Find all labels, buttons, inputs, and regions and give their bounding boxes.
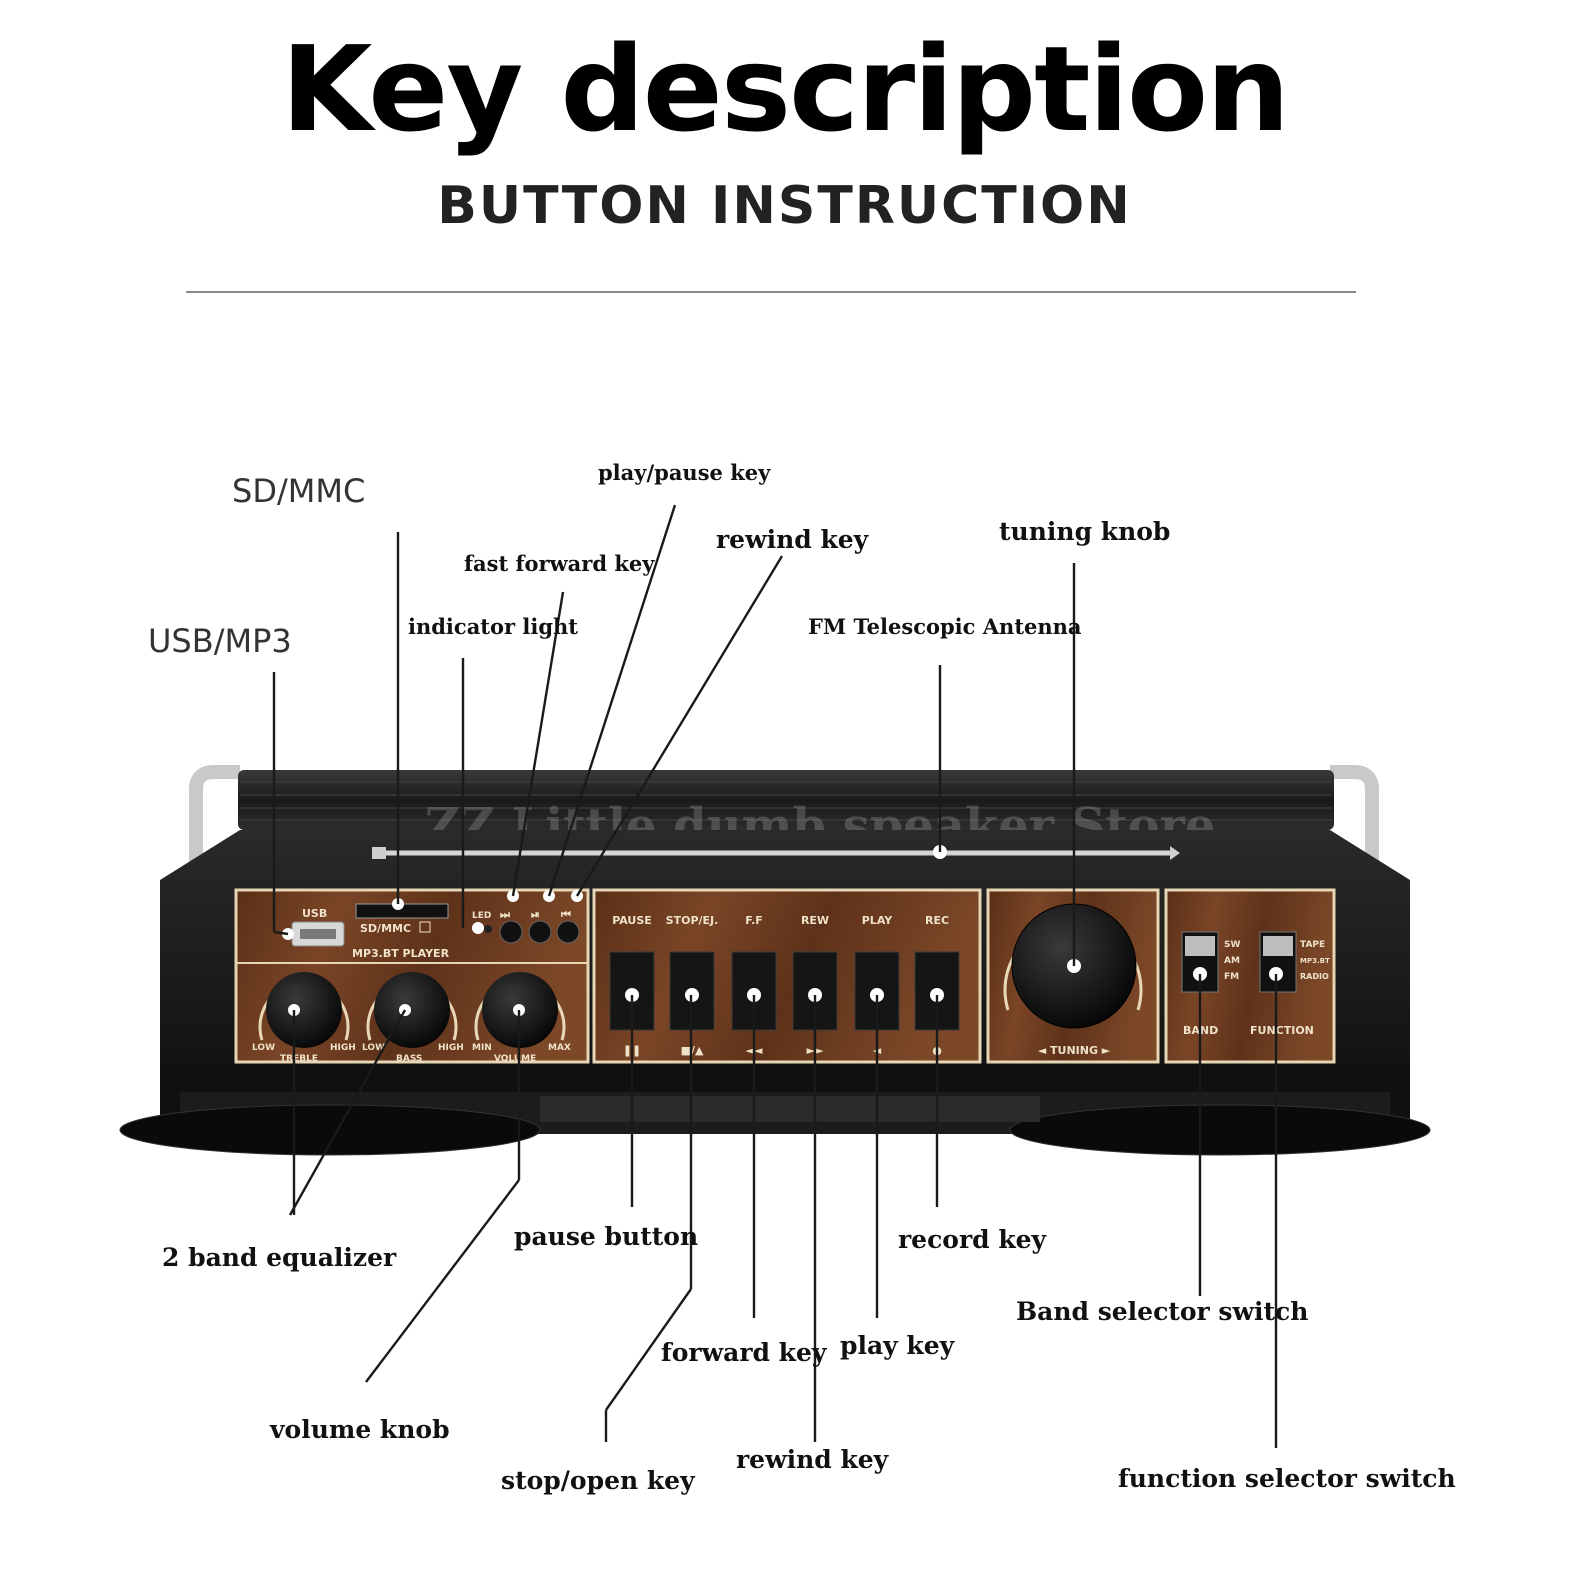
label-band-selector-switch: Band selector switch: [1016, 1297, 1309, 1326]
label-fast-forward-key: fast forward key: [464, 551, 655, 576]
svg-text:LOW: LOW: [252, 1043, 275, 1053]
label-function-selector-switch: function selector switch: [1118, 1464, 1456, 1493]
bass-label: BASS: [396, 1054, 422, 1064]
svg-text:HIGH: HIGH: [330, 1043, 356, 1053]
page-subtitle: BUTTON INSTRUCTION: [437, 176, 1132, 236]
svg-text:MIN: MIN: [472, 1043, 492, 1053]
tape-key-label-record: REC: [925, 914, 949, 927]
tape-key-label-stop-eject: STOP/EJ.: [666, 914, 719, 927]
fm-antenna: [372, 845, 1180, 860]
panel-mp3-label: MP3.BT PLAYER: [352, 947, 450, 960]
label-play-pause-key: play/pause key: [598, 460, 771, 485]
svg-text:MP3.BT: MP3.BT: [1300, 957, 1330, 965]
tape-key-label-fast-forward: F.F: [745, 914, 763, 927]
page-title: Key description: [280, 20, 1290, 158]
label-volume-knob: volume knob: [270, 1415, 450, 1444]
mp3-buttons[interactable]: [499, 890, 583, 944]
function-label: FUNCTION: [1250, 1024, 1314, 1037]
label-usb-mp3: USB/MP3: [148, 622, 292, 660]
divider: [186, 291, 1356, 293]
label-play-key: play key: [840, 1331, 955, 1360]
tape-key-label-pause: PAUSE: [612, 914, 652, 927]
svg-text:SW: SW: [1224, 940, 1240, 950]
leader-lines: [272, 504, 1278, 1448]
svg-text:⏮: ⏮: [561, 908, 571, 921]
label-forward-key: forward key: [661, 1338, 827, 1367]
band-switch[interactable]: [1181, 931, 1219, 993]
volume-label: VOLUME: [494, 1054, 536, 1064]
function-switch[interactable]: [1259, 931, 1297, 993]
label-rewind-key-bottom: rewind key: [736, 1445, 889, 1474]
svg-text:HIGH: HIGH: [438, 1043, 464, 1053]
svg-text:LOW: LOW: [362, 1043, 385, 1053]
tuning-label: ◄ TUNING ►: [1038, 1044, 1111, 1057]
carry-bar: [238, 770, 1334, 830]
svg-text:FM: FM: [1224, 972, 1239, 982]
panel-usb-label: USB: [302, 907, 327, 920]
speaker-grilles: [119, 1104, 1431, 1156]
stop-eject-icon: ■/▲: [681, 1044, 704, 1057]
label-stop-open-key: stop/open key: [501, 1466, 695, 1495]
svg-text:TAPE: TAPE: [1300, 940, 1325, 950]
svg-text:RADIO: RADIO: [1300, 972, 1329, 981]
side-handles: [189, 765, 1379, 1005]
treble-label: TREBLE: [280, 1054, 318, 1064]
svg-text:MAX: MAX: [548, 1043, 571, 1053]
label-fm-antenna: FM Telescopic Antenna: [808, 614, 1082, 639]
panel-sd-label: SD/MMC: [360, 922, 411, 935]
label-indicator-light: indicator light: [408, 614, 578, 639]
label-sd-mmc: SD/MMC: [232, 472, 366, 510]
svg-text:⏭: ⏭: [500, 908, 510, 921]
tape-key-label-rewind: REW: [801, 914, 829, 927]
svg-text:⏯: ⏯: [531, 908, 540, 921]
label-record-key: record key: [898, 1225, 1047, 1254]
svg-text:AM: AM: [1224, 956, 1240, 966]
label-pause-button: pause button: [514, 1222, 699, 1251]
tape-key-label-play: PLAY: [862, 914, 894, 927]
treble-knob[interactable]: [258, 972, 350, 1048]
label-tuning-knob: tuning knob: [999, 517, 1171, 546]
label-rewind-key-top: rewind key: [716, 525, 869, 554]
panel-led-label: LED: [472, 911, 491, 921]
label-2-band-equalizer: 2 band equalizer: [162, 1243, 397, 1272]
